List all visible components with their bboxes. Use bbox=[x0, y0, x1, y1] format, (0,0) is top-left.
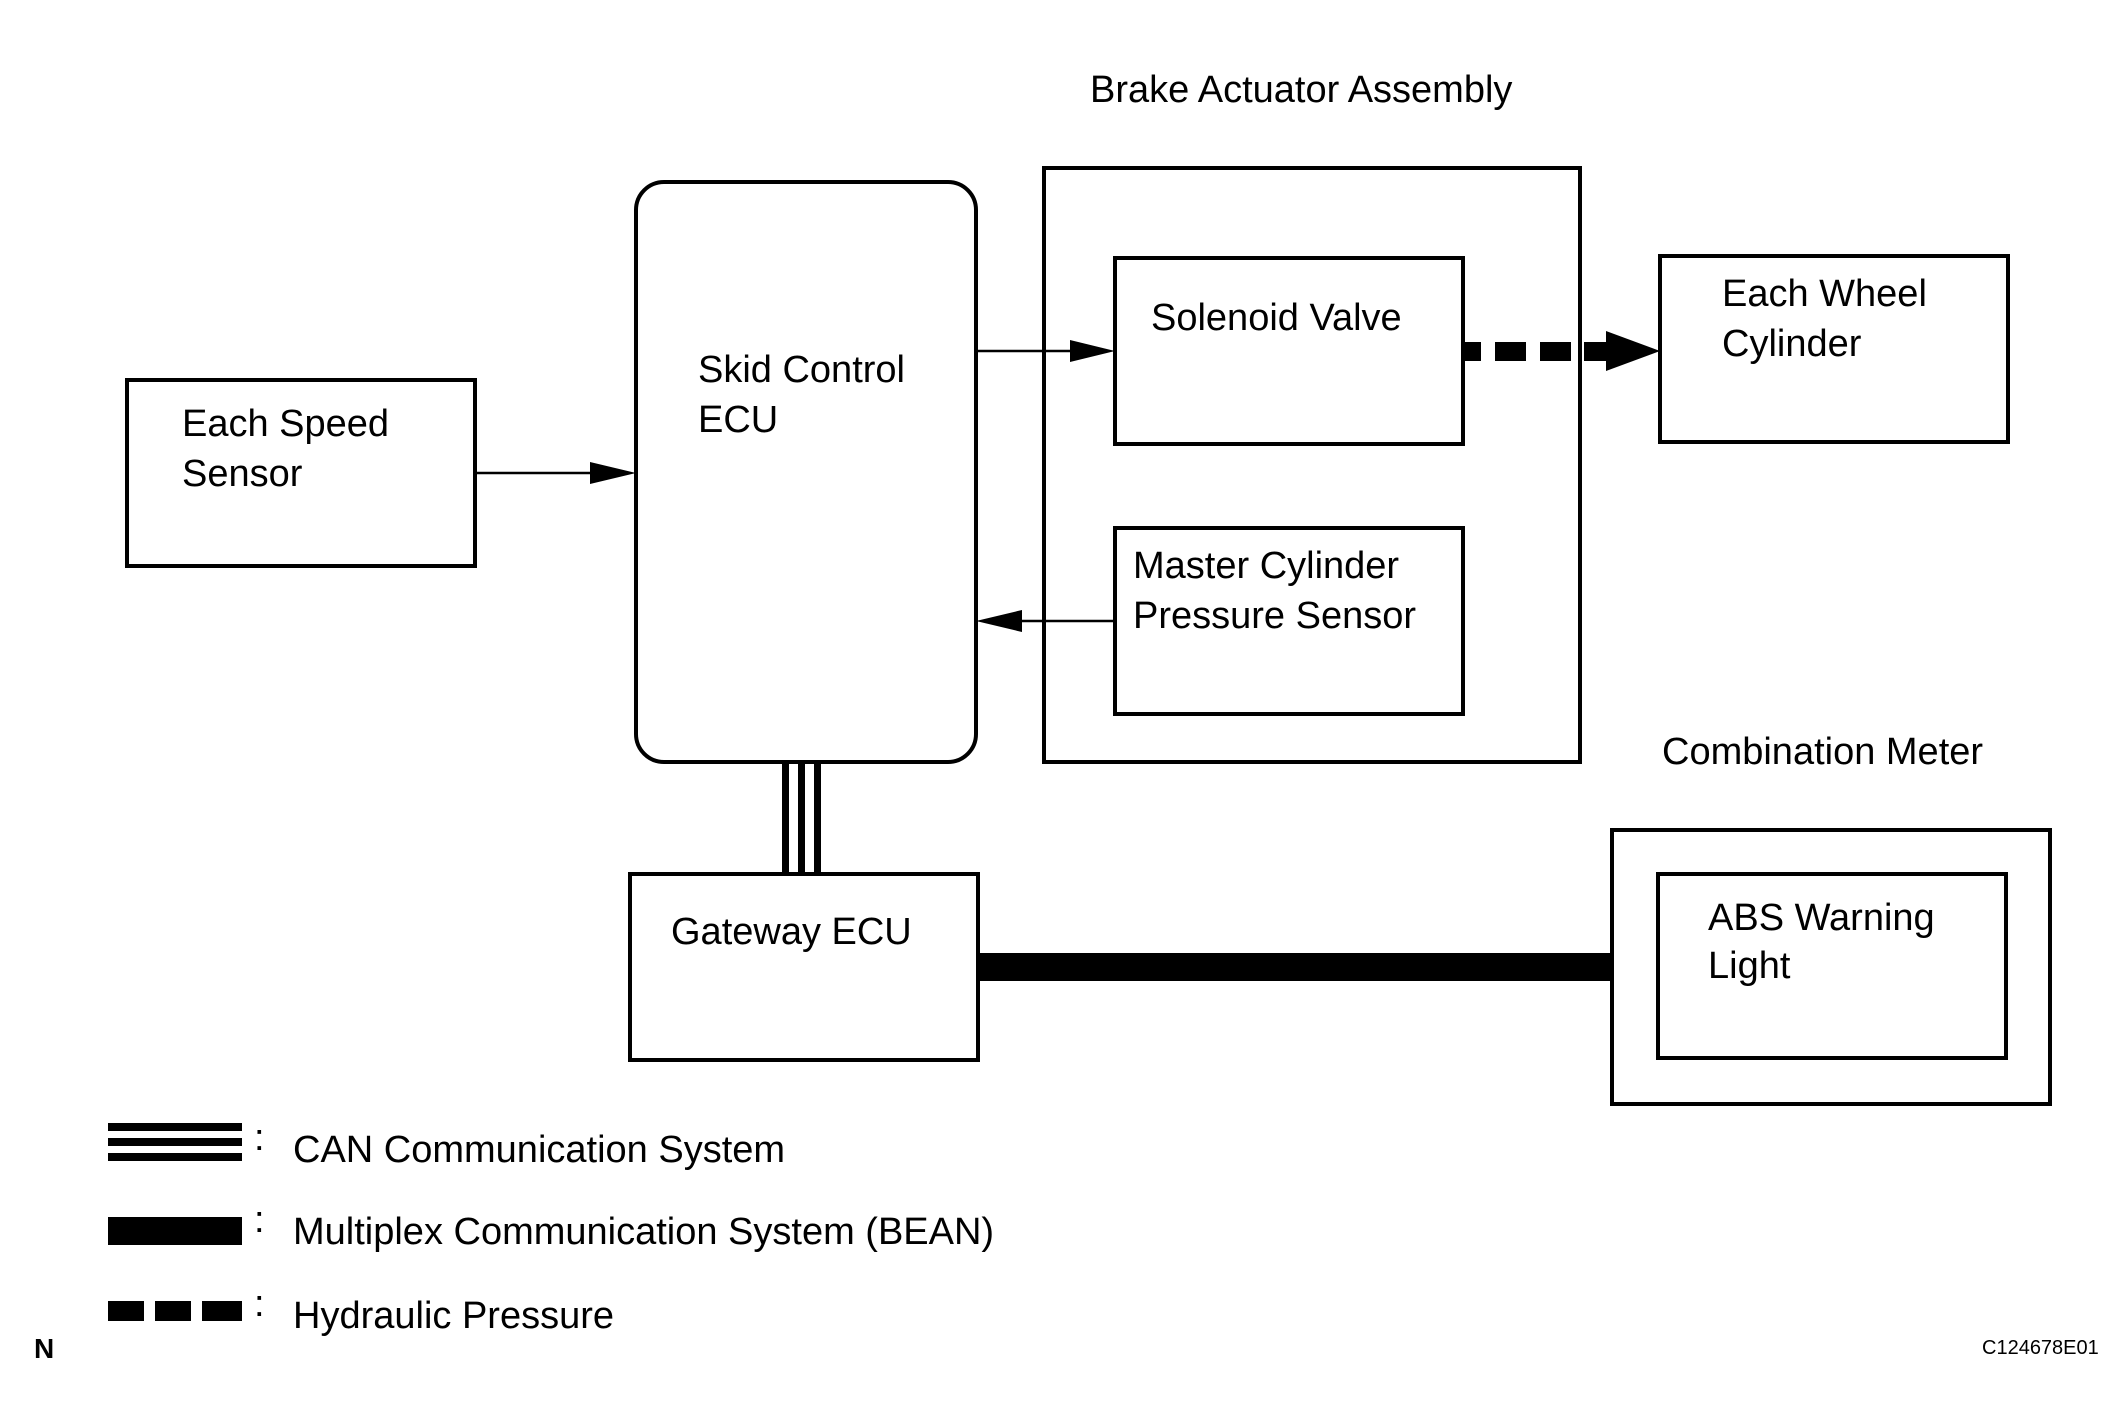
skid-control-ecu-block: Skid Control ECU bbox=[634, 180, 978, 764]
legend-sep-hydraulic: : bbox=[254, 1283, 265, 1325]
brake-actuator-title: Brake Actuator Assembly bbox=[1090, 69, 1512, 111]
abs-warning-light-block: ABS Warning Light bbox=[1656, 872, 2008, 1060]
skid-ecu-label-line1: Skid Control bbox=[698, 349, 905, 391]
ecu-to-solenoid-arrow bbox=[976, 340, 1115, 362]
speed-sensor-label-line2: Sensor bbox=[182, 453, 303, 495]
wheel-cylinder-label-line2: Cylinder bbox=[1722, 323, 1862, 365]
speed-sensor-label-line1: Each Speed bbox=[182, 403, 389, 445]
master-cylinder-label-line1: Master Cylinder bbox=[1133, 545, 1399, 587]
solenoid-valve-block: Solenoid Valve bbox=[1113, 256, 1465, 446]
brake-actuator-frame bbox=[1042, 166, 1582, 764]
legend-label-bean: Multiplex Communication System (BEAN) bbox=[293, 1211, 994, 1253]
skid-ecu-label-line2: ECU bbox=[698, 399, 778, 441]
master-cylinder-label-line2: Pressure Sensor bbox=[1133, 595, 1416, 637]
legend-label-hydraulic: Hydraulic Pressure bbox=[293, 1295, 614, 1337]
combination-meter-frame bbox=[1610, 828, 2052, 1106]
bean-bus-line bbox=[978, 953, 1612, 981]
hydraulic-pressure-arrow bbox=[1463, 331, 1660, 371]
gateway-ecu-block: Gateway ECU bbox=[628, 872, 980, 1062]
abs-light-label-line2: Light bbox=[1708, 945, 1791, 987]
legend-item-bean: : Multiplex Communication System (BEAN) bbox=[108, 1199, 994, 1253]
legend-item-hydraulic: : Hydraulic Pressure bbox=[108, 1283, 614, 1337]
solenoid-valve-label: Solenoid Valve bbox=[1151, 297, 1402, 339]
legend-label-can: CAN Communication System bbox=[293, 1129, 785, 1171]
gateway-ecu-label: Gateway ECU bbox=[671, 911, 912, 953]
legend-sep-can: : bbox=[254, 1117, 265, 1159]
master-cylinder-sensor-block: Master Cylinder Pressure Sensor bbox=[1113, 526, 1465, 716]
can-bus-line bbox=[782, 762, 821, 874]
corner-mark: N bbox=[34, 1333, 54, 1364]
figure-code: C124678E01 bbox=[1982, 1337, 2099, 1359]
wheel-cylinder-label-line1: Each Wheel bbox=[1722, 273, 1927, 315]
combination-meter-title: Combination Meter bbox=[1662, 731, 1983, 773]
wheel-cylinder-block: Each Wheel Cylinder bbox=[1658, 254, 2010, 444]
legend: : CAN Communication System : Multiplex C… bbox=[108, 1117, 994, 1337]
speed-to-ecu-arrow bbox=[475, 462, 636, 484]
speed-sensor-block: Each Speed Sensor bbox=[125, 378, 477, 568]
legend-item-can: : CAN Communication System bbox=[108, 1117, 785, 1171]
abs-light-label-line1: ABS Warning bbox=[1708, 897, 1935, 939]
legend-sep-bean: : bbox=[254, 1199, 265, 1241]
sensor-to-ecu-arrow bbox=[976, 610, 1115, 632]
